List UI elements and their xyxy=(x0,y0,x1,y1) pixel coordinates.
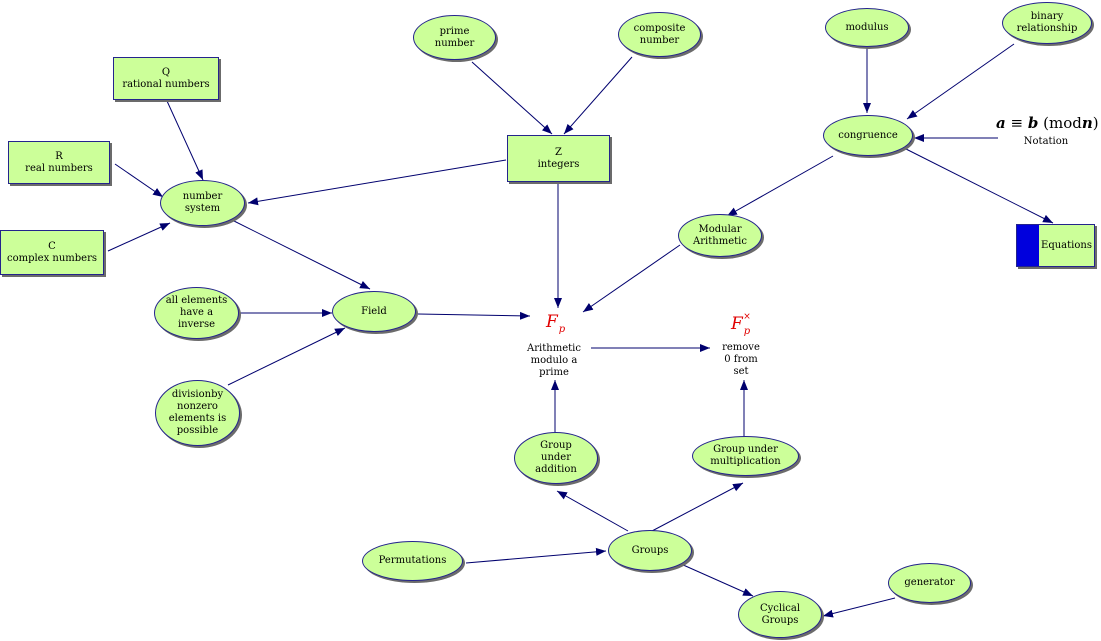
edge-real-to-number-system xyxy=(114,163,164,198)
node-group-under-multiplication[interactable]: Group under multiplication xyxy=(692,436,799,476)
notation-formula: a ≡ b (modn) xyxy=(996,114,1099,132)
node-division-nonzero[interactable]: divisionby nonzero elements is possible xyxy=(155,380,240,446)
equations-label: Equations xyxy=(1041,239,1092,251)
fp-symbol: Fp xyxy=(546,312,566,335)
node-equations[interactable]: Equations xyxy=(1016,224,1095,267)
node-generator[interactable]: generator xyxy=(888,563,971,603)
edge-integers-to-number-system xyxy=(247,159,507,206)
node-congruence[interactable]: congruence xyxy=(823,115,913,156)
fpx-caption: remove 0 from set xyxy=(722,342,760,377)
edge-congruence-to-equations xyxy=(905,148,1054,224)
fp-caption: Arithmetic modulo a prime xyxy=(527,343,581,378)
node-composite-number[interactable]: composite number xyxy=(618,12,701,57)
edge-groups-to-group-addition xyxy=(556,490,629,532)
node-all-elements-inverse[interactable]: all elements have a inverse xyxy=(154,287,239,339)
node-c-complex-numbers[interactable]: C complex numbers xyxy=(0,230,104,275)
node-number-system[interactable]: number system xyxy=(160,180,245,226)
node-modular-arithmetic[interactable]: Modular Arithmetic xyxy=(678,214,762,257)
node-field[interactable]: Field xyxy=(332,291,416,332)
edge-binary-to-congruence xyxy=(906,43,1015,120)
node-z-integers[interactable]: Z integers xyxy=(507,135,610,182)
edge-modular-to-fp xyxy=(582,244,681,313)
edge-congruence-to-modular xyxy=(726,155,834,217)
edge-groups-to-cyclical xyxy=(680,563,754,597)
edge-complex-to-number-system xyxy=(107,222,171,252)
edge-permutations-to-groups xyxy=(465,547,607,564)
fpx-symbol: Fp× xyxy=(731,312,751,337)
node-cyclical-groups[interactable]: Cyclical Groups xyxy=(738,591,822,638)
node-q-rational-numbers[interactable]: Q rational numbers xyxy=(113,57,219,100)
edge-generator-to-cyclical xyxy=(822,597,896,618)
node-modulus[interactable]: modulus xyxy=(825,8,909,47)
edge-division-to-field xyxy=(227,327,346,386)
node-groups[interactable]: Groups xyxy=(608,530,692,571)
notation-caption: Notation xyxy=(1023,136,1069,147)
edge-composite-to-integers xyxy=(563,56,633,135)
node-group-under-addition[interactable]: Group under addition xyxy=(514,432,598,484)
node-r-real-numbers[interactable]: R real numbers xyxy=(8,141,110,184)
edge-number-system-to-field xyxy=(231,219,371,290)
equations-accent-bar xyxy=(1017,225,1039,266)
edge-prime-to-integers xyxy=(471,61,553,135)
edge-rational-to-number-system xyxy=(166,100,204,181)
node-prime-number[interactable]: prime number xyxy=(413,15,496,60)
edge-groups-to-group-mult xyxy=(651,482,744,532)
edge-field-to-fp xyxy=(417,311,531,320)
node-binary-relationship[interactable]: binary relationship xyxy=(1002,2,1092,44)
node-permutations[interactable]: Permutations xyxy=(362,541,463,581)
